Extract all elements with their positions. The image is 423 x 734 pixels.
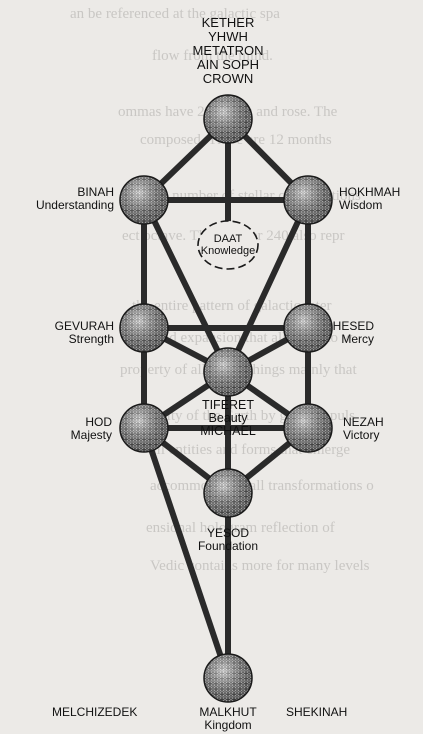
kether-name: KETHER <box>178 16 278 30</box>
binah-label: BINAH Understanding <box>10 186 114 212</box>
nezah-meaning: Victory <box>343 429 419 442</box>
path-hod-malkhut <box>144 428 228 678</box>
gevurah-label: GEVURAH Strength <box>10 320 114 346</box>
kether-sphere <box>204 95 252 143</box>
shekinah-label: SHEKINAH <box>286 706 386 719</box>
gevurah-sphere <box>120 304 168 352</box>
hokhmah-label: HOKHMAH Wisdom <box>339 186 419 212</box>
kether-ain-soph: AIN SOPH <box>178 58 278 72</box>
yesod-meaning: Foundation <box>178 540 278 553</box>
yesod-sphere <box>204 469 252 517</box>
tiferet-sphere <box>204 348 252 396</box>
nezah-label: NEZAH Victory <box>343 416 419 442</box>
malkhut-meaning: Kingdom <box>178 719 278 732</box>
daat-label: DAAT Knowledge <box>198 233 258 257</box>
melchizedek-label: MELCHIZEDEK <box>52 706 172 719</box>
malkhut-label: MALKHUT Kingdom <box>178 706 278 732</box>
hod-label: HOD Majesty <box>10 416 112 442</box>
hokhmah-meaning: Wisdom <box>339 199 419 212</box>
nezah-sphere <box>284 404 332 452</box>
malkhut-sphere <box>204 654 252 702</box>
tiferet-archangel: MICHAEL <box>178 425 278 438</box>
daat-name: DAAT <box>198 233 258 245</box>
kether-label: KETHER YHWH METATRON AIN SOPH CROWN <box>178 16 278 86</box>
binah-meaning: Understanding <box>10 199 114 212</box>
kether-archangel: METATRON <box>178 44 278 58</box>
hod-meaning: Majesty <box>10 429 112 442</box>
kether-divine-name: YHWH <box>178 30 278 44</box>
gevurah-meaning: Strength <box>10 333 114 346</box>
kether-meaning: CROWN <box>178 72 278 86</box>
hod-sphere <box>120 404 168 452</box>
tiferet-label: TIFERET Beauty MICHAEL <box>178 399 278 438</box>
yesod-label: YESOD Foundation <box>178 527 278 553</box>
hokhmah-sphere <box>284 176 332 224</box>
hesed-meaning: Mercy <box>300 333 374 346</box>
binah-sphere <box>120 176 168 224</box>
daat-meaning: Knowledge <box>198 245 258 257</box>
hesed-label: HESED Mercy <box>300 320 374 346</box>
